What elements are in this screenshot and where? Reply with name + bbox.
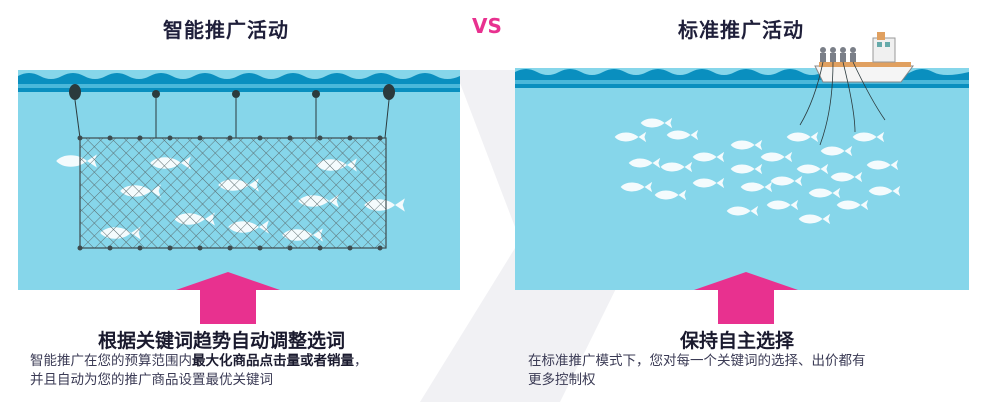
net-fishing-scene [18,70,460,290]
left-caption-line2: 并且自动为您的推广商品设置最优关键词 [30,372,273,388]
left-caption-body: 智能推广在您的预算范围内最大化商品点击量或者销量， 并且自动为您的推广商品设置最… [30,352,368,390]
left-heading: 智能推广活动 [163,18,289,42]
left-caption-line1: 智能推广在您的预算范围内最大化商品点击量或者销量， [30,353,368,369]
right-caption-line1: 在标准推广模式下，您对每一个关键词的选择、出价都有 [528,353,866,369]
left-caption-emphasis: 最大化商品点击量或者销量 [192,353,354,369]
boat-icon [814,32,914,83]
vs-label: VS [472,14,502,38]
right-caption-body: 在标准推广模式下，您对每一个关键词的选择、出价都有 更多控制权 [528,352,866,390]
right-caption-line2: 更多控制权 [528,372,596,388]
right-up-arrow [694,272,798,324]
right-heading: 标准推广活动 [678,18,804,42]
left-caption-title: 根据关键词趋势自动调整选词 [98,330,346,352]
right-caption-title: 保持自主选择 [680,330,795,352]
line-fishing-scene [515,32,969,290]
left-up-arrow [176,272,280,324]
